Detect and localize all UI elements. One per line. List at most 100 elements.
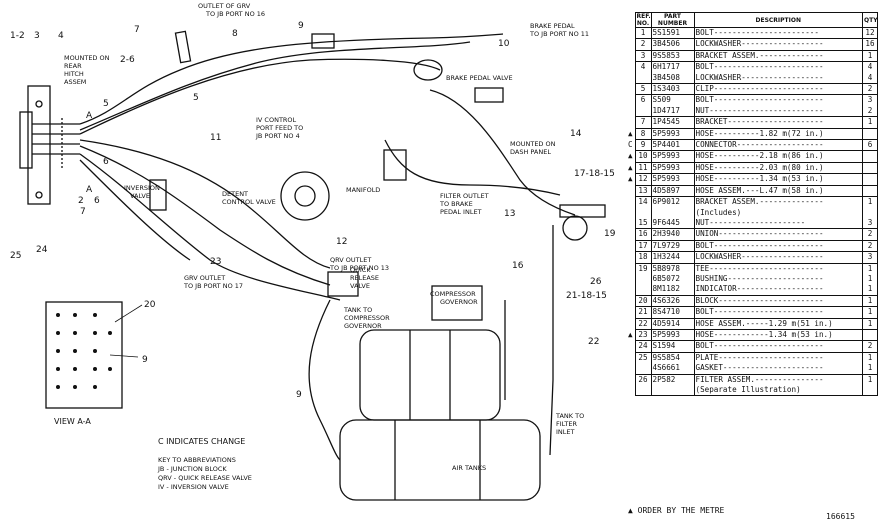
description-cell: HOSE----------1.34 m(53 in.)	[693, 173, 863, 186]
qty-cell: 1	[862, 306, 878, 319]
part-number-cell: 1S3403	[650, 83, 695, 96]
row-mark	[626, 274, 635, 284]
callout: 13	[504, 209, 515, 219]
description-cell: HOSE ASSEM.-----1.29 m(51 in.)	[693, 318, 863, 330]
part-number-cell: S509	[650, 94, 695, 106]
callout: 24	[36, 245, 48, 255]
callout: 20	[144, 300, 156, 310]
description-cell: CONNECTOR-------------------	[693, 139, 863, 152]
row-mark	[626, 240, 635, 251]
desc-header: DESCRIPTION	[693, 12, 863, 28]
qty-cell: 16	[862, 38, 878, 51]
label-qrv-outlet-2: TO JB PORT NO 13	[329, 264, 389, 272]
qty-cell: 3	[862, 251, 878, 264]
callout: 21-18-15	[566, 291, 607, 301]
label-iv-control-3: JB PORT NO 4	[255, 132, 300, 140]
label-detent: DETENT	[222, 190, 248, 198]
qty-cell: 4	[862, 72, 878, 85]
qty-cell: 3	[862, 94, 878, 106]
qty-cell: 3	[862, 217, 878, 230]
ref-cell: 15	[634, 217, 652, 230]
row-mark	[626, 307, 635, 318]
legend-change: C INDICATES CHANGE	[158, 437, 245, 446]
row-mark: ▲	[627, 162, 633, 172]
ref-cell: 16	[634, 228, 652, 241]
order-note: ▲ ORDER BY THE METRE	[628, 506, 725, 515]
row-mark	[626, 185, 635, 196]
label-mounted-rear: MOUNTED ON	[64, 54, 110, 62]
part-number-cell: 3B4508	[650, 72, 695, 85]
label-grv-outlet: GRV OUTLET	[184, 274, 225, 282]
part-number-cell: 1D4717	[650, 105, 695, 118]
ref-cell: 4	[634, 61, 652, 73]
ref-cell: 25	[634, 352, 652, 364]
part-number-cell: 9S5854	[650, 352, 695, 364]
part-number-cell: 8M1182	[650, 284, 695, 296]
qty-cell	[862, 150, 878, 163]
label-iv-control-2: PORT FEED TO	[256, 124, 303, 132]
ref-cell: 13	[634, 185, 652, 198]
label-mounted-rear-3: HITCH	[64, 70, 84, 78]
qty-cell: 1	[862, 284, 878, 296]
qty-cell: 2	[862, 83, 878, 96]
callout: 26	[590, 277, 602, 287]
description-cell: UNION-----------------------	[693, 228, 863, 241]
row-mark	[626, 318, 635, 329]
row-mark: C	[627, 140, 633, 150]
qty-cell: 1	[862, 295, 878, 308]
row-mark	[626, 39, 635, 50]
ref-cell	[634, 273, 652, 285]
ref-cell: 5	[634, 83, 652, 96]
callout: 3	[34, 31, 40, 41]
ref-cell: 1	[634, 27, 652, 40]
part-number-cell: 2H3940	[650, 228, 695, 241]
part-number-cell: 7L9729	[650, 240, 695, 253]
callout: 25	[10, 251, 21, 261]
part-number-cell: S1594	[650, 340, 695, 353]
ref-cell: 7	[634, 116, 652, 129]
ref-cell: 9	[634, 139, 652, 152]
part-number-cell: 5P5993	[650, 128, 695, 141]
description-cell: HOSE----------2.18 m(86 in.)	[693, 150, 863, 163]
row-mark: ▲	[627, 128, 633, 138]
label-filter-outlet-3: PEDAL INLET	[440, 208, 482, 216]
qty-cell: 12	[862, 27, 878, 40]
rear-hitch-block	[27, 85, 51, 205]
description-cell: BOLT------------------------	[693, 306, 863, 319]
callout: A	[86, 185, 93, 195]
callout: 9	[298, 21, 304, 31]
description-cell: BOLT------------------------	[693, 61, 863, 73]
label-mounted-dash-2: DASH PANEL	[510, 148, 551, 156]
ref-cell: 3	[634, 50, 652, 63]
qty-cell: 1	[862, 196, 878, 208]
callout: 6	[94, 196, 100, 206]
table-row: (Separate Illustration)	[626, 385, 878, 397]
ref-cell	[634, 72, 652, 85]
callout: A	[86, 111, 93, 121]
ref-cell	[634, 284, 652, 296]
part-number-cell: 6B5072	[650, 273, 695, 285]
description-cell: NUT---------------------	[693, 217, 863, 230]
row-mark	[626, 73, 635, 84]
part-number-cell: 8S4710	[650, 306, 695, 319]
brake-pedal-valve	[413, 59, 443, 81]
hose-22	[549, 225, 554, 456]
part-number-cell: 1P4545	[650, 116, 695, 129]
view-aa-block	[45, 301, 123, 409]
qty-cell: 1	[862, 50, 878, 63]
row-mark	[626, 84, 635, 95]
row-mark	[626, 263, 635, 274]
description-cell: BRACKET---------------------	[693, 116, 863, 129]
legend-iv: IV - INVERSION VALVE	[158, 483, 229, 491]
